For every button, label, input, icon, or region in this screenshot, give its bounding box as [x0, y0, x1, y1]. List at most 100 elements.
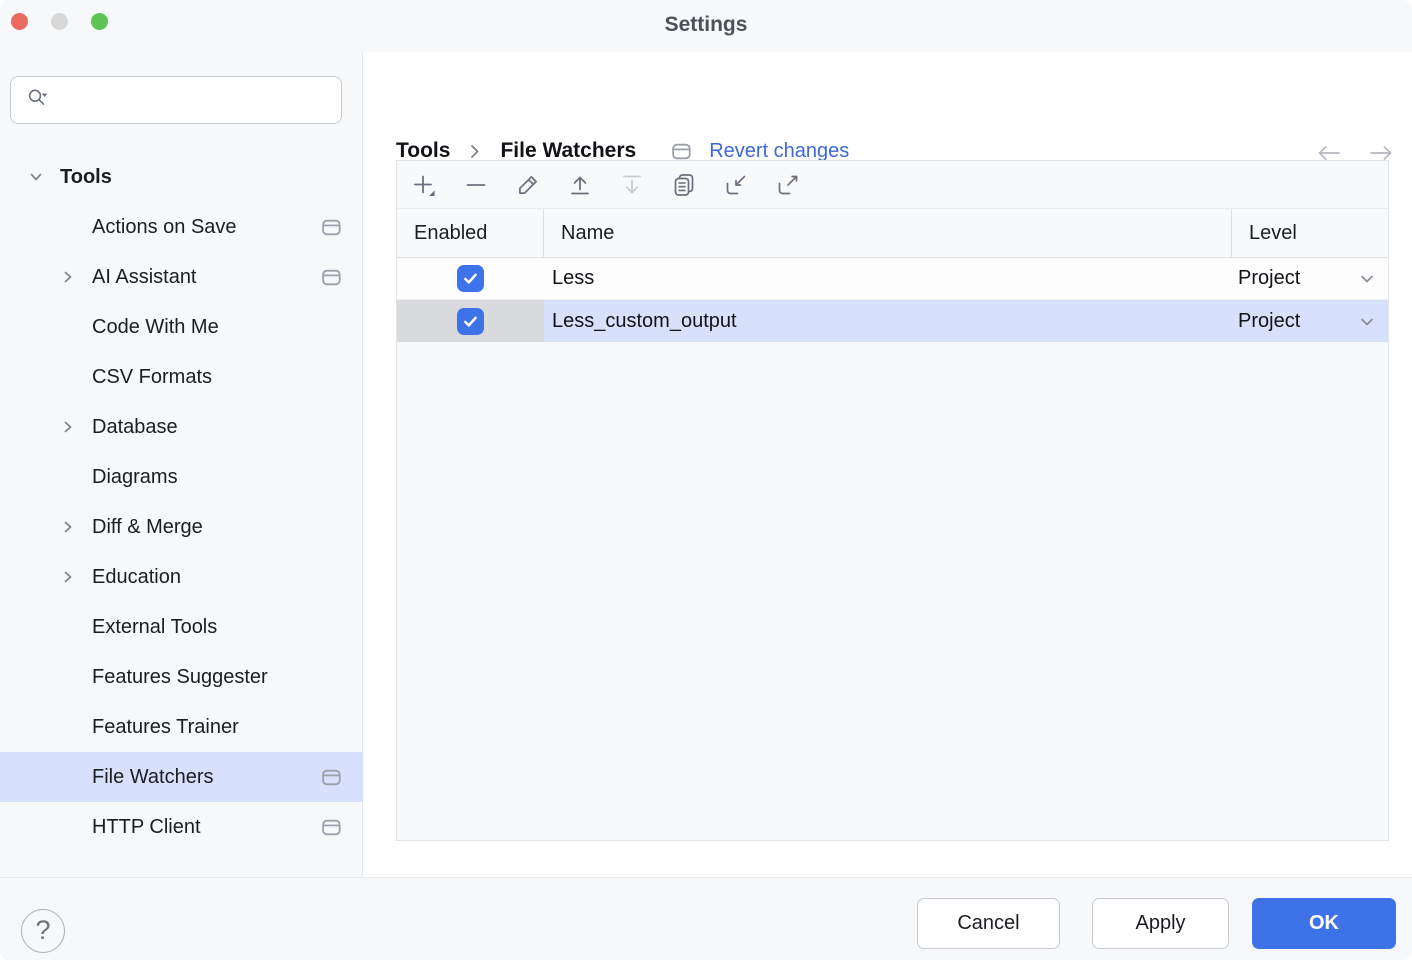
breadcrumb-current: File Watchers — [500, 139, 637, 162]
watcher-name[interactable]: Less — [544, 258, 1232, 299]
sidebar-item-label: Database — [92, 415, 178, 438]
edit-watcher-button[interactable] — [515, 172, 541, 198]
enabled-cell — [397, 300, 544, 342]
sidebar-item-external-tools[interactable]: External Tools — [0, 602, 363, 652]
table-header: Enabled Name Level — [397, 209, 1388, 258]
expander-spacer — [56, 315, 80, 339]
expander-spacer — [56, 465, 80, 489]
level-value: Project — [1238, 267, 1301, 289]
settings-content: Tools File Watchers Revert changes — [363, 52, 1412, 877]
import-watchers-button[interactable] — [723, 172, 749, 198]
export-icon — [778, 175, 798, 194]
sidebar-item-diagrams[interactable]: Diagrams — [0, 452, 363, 502]
sidebar-item-label: Code With Me — [92, 315, 219, 338]
minimize-window-button[interactable] — [51, 13, 68, 30]
sidebar-item-http-client[interactable]: HTTP Client — [0, 802, 363, 852]
move-down-button — [619, 172, 645, 198]
search-box[interactable] — [10, 76, 342, 124]
sidebar-item-label: Tools — [60, 165, 112, 188]
level-value: Project — [1238, 309, 1301, 332]
sidebar-item-file-watchers[interactable]: File Watchers — [0, 752, 363, 802]
apply-button[interactable]: Apply — [1092, 898, 1229, 949]
sidebar-item-label: File Watchers — [92, 765, 214, 788]
sidebar-item-features-trainer[interactable]: Features Trainer — [0, 702, 363, 752]
chevron-down-icon — [1360, 310, 1374, 333]
watcher-row-less-custom-output[interactable]: Less_custom_output Project — [397, 300, 1388, 342]
breadcrumb-chevron-icon — [470, 144, 480, 159]
sidebar-item-label: HTTP Client — [92, 815, 201, 838]
sidebar-item-ai-assistant[interactable]: AI Assistant — [0, 252, 363, 302]
chevron-right-icon[interactable] — [56, 565, 80, 589]
sidebar-item-label: CSV Formats — [92, 365, 213, 388]
ok-button[interactable]: OK — [1252, 898, 1396, 949]
column-header-level[interactable]: Level — [1249, 221, 1297, 244]
level-select[interactable]: Project — [1232, 258, 1388, 299]
expander-spacer — [56, 665, 80, 689]
sidebar-item-csv-formats[interactable]: CSV Formats — [0, 352, 363, 402]
expander-spacer — [56, 615, 80, 639]
modified-settings-icon — [322, 819, 341, 836]
sidebar-item-actions-on-save[interactable]: Actions on Save — [0, 202, 363, 252]
sidebar-item-tools[interactable]: Tools — [0, 152, 363, 202]
search-icon — [26, 87, 50, 113]
sidebar-item-label: AI Assistant — [92, 265, 197, 288]
expander-spacer — [56, 715, 80, 739]
move-down-icon — [623, 175, 641, 193]
search-input[interactable] — [58, 88, 341, 112]
revert-changes-link[interactable]: Revert changes — [709, 139, 850, 162]
back-arrow-icon[interactable] — [1316, 144, 1342, 162]
watcher-row-less[interactable]: Less Project — [397, 258, 1388, 300]
cancel-button[interactable]: Cancel — [917, 898, 1060, 949]
breadcrumb-parent[interactable]: Tools — [396, 139, 451, 162]
expander-spacer — [56, 815, 80, 839]
chevron-right-icon[interactable] — [56, 415, 80, 439]
sidebar-item-database[interactable]: Database — [0, 402, 363, 452]
settings-history-nav — [1316, 144, 1394, 162]
chevron-down-icon[interactable] — [24, 165, 48, 189]
watcher-name[interactable]: Less_custom_output — [544, 300, 1232, 342]
forward-arrow-icon[interactable] — [1368, 144, 1394, 162]
add-icon — [414, 175, 435, 196]
titlebar: Settings — [0, 0, 1412, 52]
dialog-footer: ? Cancel Apply OK — [0, 877, 1412, 960]
expander-spacer — [56, 765, 80, 789]
edit-icon — [519, 175, 537, 194]
level-select[interactable]: Project — [1232, 300, 1388, 342]
sidebar-item-label: Actions on Save — [92, 215, 237, 238]
remove-icon — [466, 183, 486, 186]
help-button[interactable]: ? — [21, 909, 65, 953]
expander-spacer — [56, 365, 80, 389]
enabled-checkbox[interactable] — [457, 307, 484, 335]
duplicate-watcher-button[interactable] — [671, 172, 697, 198]
duplicate-icon — [674, 173, 694, 196]
column-header-name[interactable]: Name — [544, 209, 1232, 257]
chevron-right-icon[interactable] — [56, 265, 80, 289]
enabled-checkbox[interactable] — [457, 265, 484, 292]
close-window-button[interactable] — [11, 13, 28, 30]
export-watchers-button[interactable] — [775, 172, 801, 198]
sidebar-item-label: Features Suggester — [92, 665, 268, 688]
modified-settings-icon — [322, 219, 341, 236]
sidebar-item-education[interactable]: Education — [0, 552, 363, 602]
expander-spacer — [56, 215, 80, 239]
import-icon — [726, 175, 746, 194]
sidebar-item-label: Diagrams — [92, 465, 178, 488]
watchers-toolbar — [397, 161, 1388, 209]
chevron-right-icon[interactable] — [56, 515, 80, 539]
sidebar-item-features-suggester[interactable]: Features Suggester — [0, 652, 363, 702]
breadcrumb: Tools File Watchers Revert changes — [396, 136, 849, 166]
sidebar-item-code-with-me[interactable]: Code With Me — [0, 302, 363, 352]
add-watcher-button[interactable] — [411, 172, 437, 198]
modified-settings-icon — [672, 143, 691, 160]
move-up-button[interactable] — [567, 172, 593, 198]
sidebar-item-diff-merge[interactable]: Diff & Merge — [0, 502, 363, 552]
modified-settings-icon — [322, 269, 341, 286]
move-up-icon — [571, 176, 589, 194]
remove-watcher-button[interactable] — [463, 172, 489, 198]
zoom-window-button[interactable] — [91, 13, 108, 30]
column-header-enabled[interactable]: Enabled — [397, 209, 544, 257]
